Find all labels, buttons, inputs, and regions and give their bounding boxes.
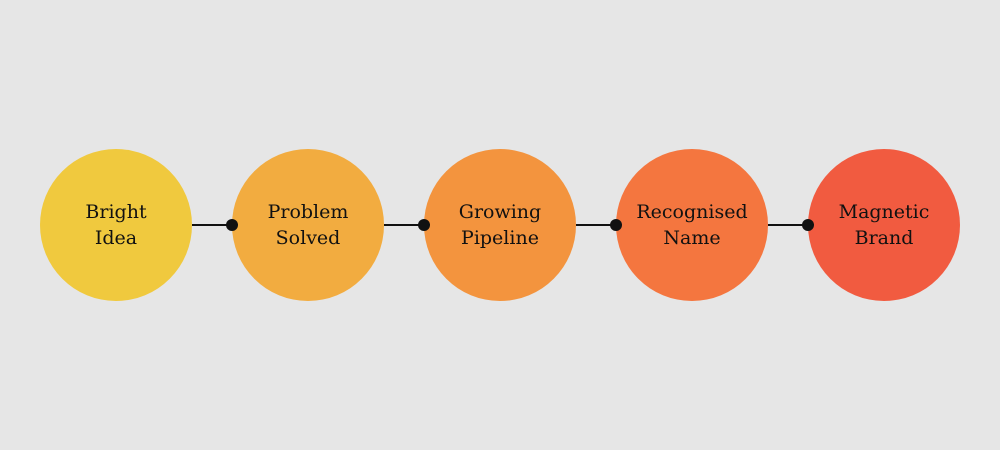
step-label-line-2: Pipeline [461,227,539,249]
connector-dot-2 [418,219,430,231]
step-label: Magnetic Brand [839,199,930,251]
step-circle-recognised-name: Recognised Name [616,149,768,301]
step-label-line-2: Solved [275,227,341,249]
step-label-line-1: Bright [85,201,147,223]
step-label-line-2: Name [663,227,721,249]
step-circle-bright-idea: Bright Idea [40,149,192,301]
step-circle-problem-solved: Problem Solved [232,149,384,301]
step-label-line-1: Problem [267,201,349,223]
connector-line-1 [192,224,232,226]
step-label: Growing Pipeline [459,199,541,251]
connector-dot-1 [226,219,238,231]
step-circle-magnetic-brand: Magnetic Brand [808,149,960,301]
step-label: Problem Solved [268,199,349,251]
connector-line-4 [768,224,808,226]
step-label: Bright Idea [85,199,146,251]
step-label: Recognised Name [636,199,747,251]
step-label-line-1: Magnetic [838,201,930,223]
connector-line-3 [576,224,616,226]
connector-line-2 [384,224,424,226]
connector-dot-4 [802,219,814,231]
step-circle-growing-pipeline: Growing Pipeline [424,149,576,301]
step-label-line-2: Idea [94,227,138,249]
step-label-line-2: Brand [854,227,914,249]
step-label-line-1: Recognised [636,201,748,223]
connector-dot-3 [610,219,622,231]
step-label-line-1: Growing [458,201,542,223]
